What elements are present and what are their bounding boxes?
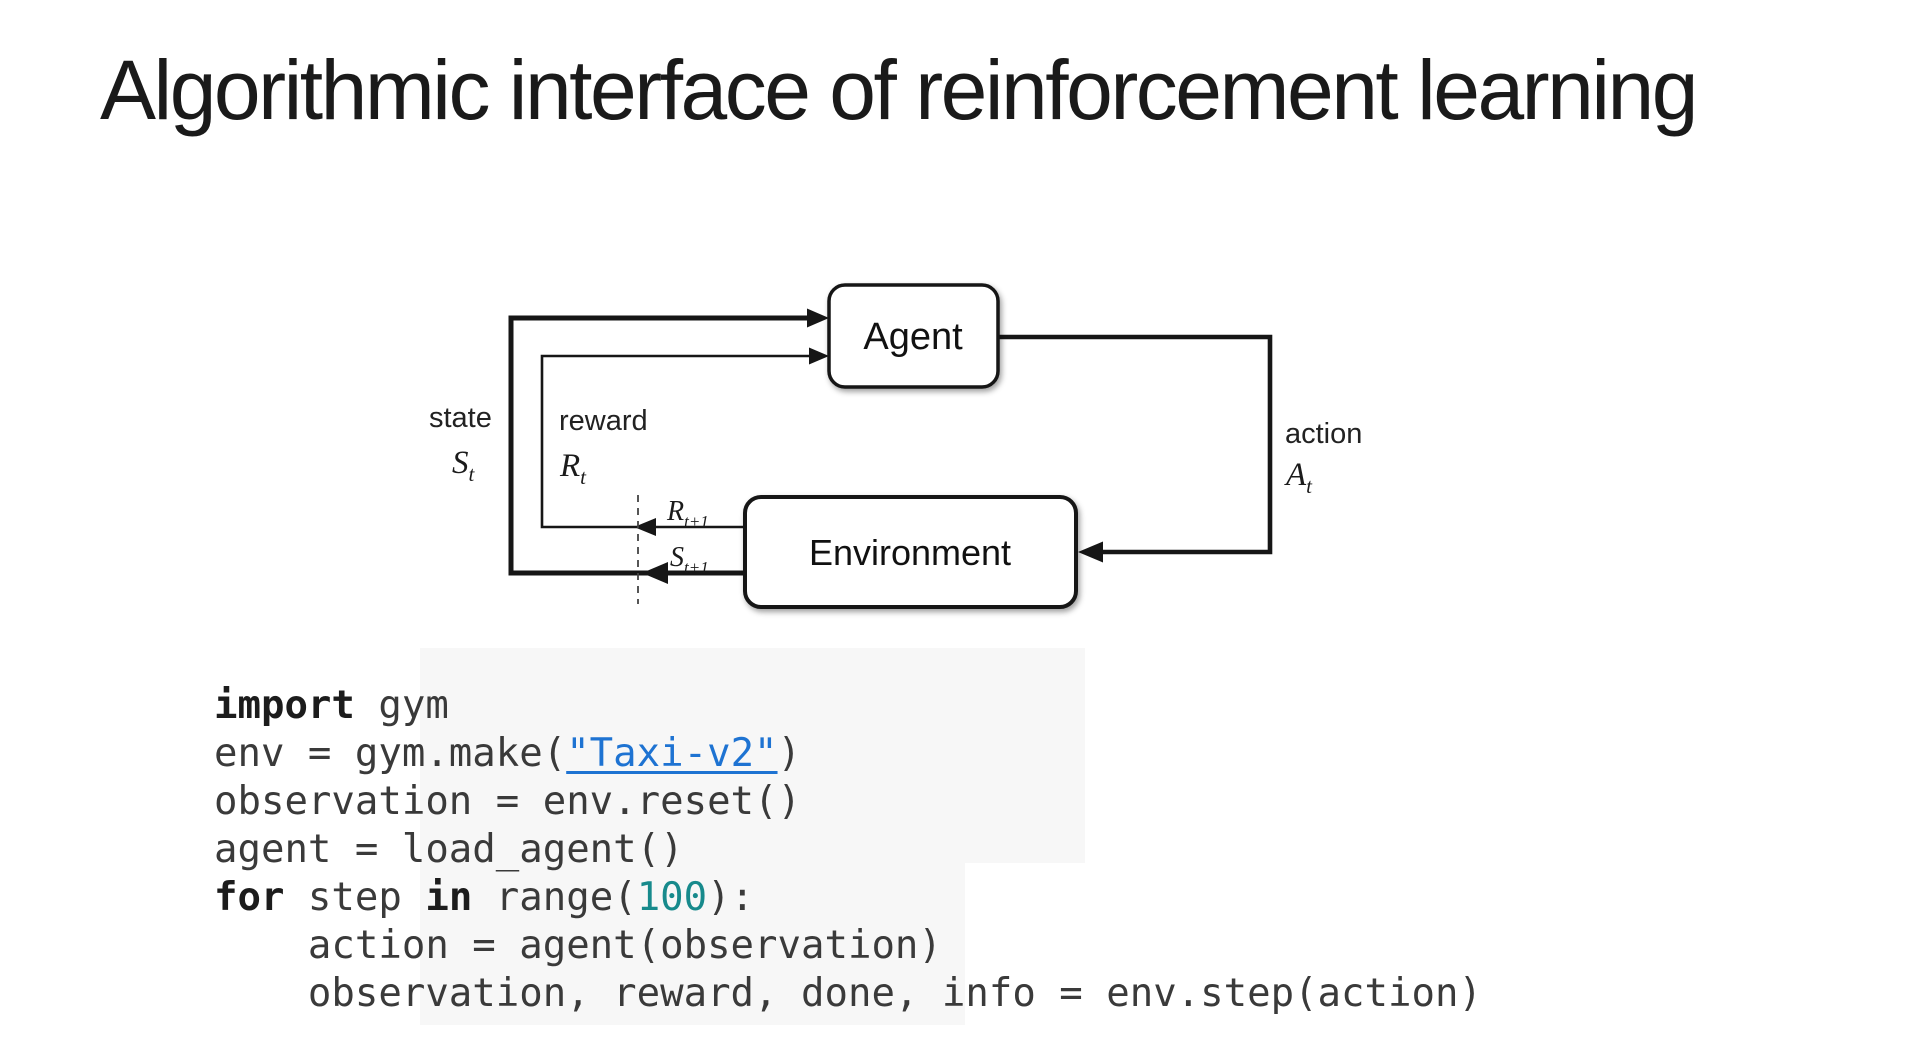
next-state-arrowhead (642, 562, 668, 584)
reward-into-agent-arrowhead (809, 347, 829, 365)
code-segment: step (284, 875, 426, 920)
code-segment: action = agent(observation) (214, 923, 942, 968)
state-symbol-base: S (452, 445, 469, 481)
next-state-symbol: St+1 (670, 542, 709, 577)
reward-symbol: Rt (559, 448, 587, 489)
environment-box (743, 495, 1078, 609)
code-backdrop-upper (420, 648, 1085, 863)
state-into-agent-arrowhead (807, 308, 829, 328)
code-line: agent = load_agent() (214, 826, 1482, 874)
code-backdrop-lower (420, 863, 965, 1025)
code-segment: ) (777, 731, 802, 776)
reward-label: reward (559, 405, 648, 437)
environment-label: Environment (809, 532, 1011, 573)
code-segment: gym (354, 683, 449, 728)
code-segment: in (425, 875, 473, 920)
next-reward-symbol-base: R (666, 496, 684, 527)
next-reward-arrowhead (634, 518, 656, 536)
code-segment: observation = env.reset() (214, 779, 801, 824)
action-symbol-sub: t (1306, 474, 1313, 498)
action-symbol-base: A (1284, 457, 1307, 493)
rl-loop-diagram: Agent Environment state St reward Rt act… (429, 283, 1362, 609)
code-segment: for (214, 875, 285, 920)
code-line: import gym (214, 682, 1482, 730)
next-state-symbol-sub: t+1 (684, 558, 709, 577)
code-segment: env = gym.make( (214, 731, 567, 776)
state-line (508, 315, 811, 576)
reward-symbol-sub: t (580, 465, 587, 489)
code-segment: range( (472, 875, 637, 920)
state-symbol-sub: t (469, 462, 476, 486)
action-line (998, 334, 1273, 555)
code-segment: ): (707, 875, 755, 920)
code-segment: import (214, 683, 355, 728)
slide-title: Algorithmic interface of reinforcement l… (100, 43, 1698, 137)
code-segment: 100 (636, 875, 708, 920)
code-line: for step in range(100): (214, 874, 1482, 922)
code-line: env = gym.make("Taxi-v2") (214, 730, 1482, 778)
state-symbol: St (452, 445, 476, 486)
code-line: action = agent(observation) (214, 922, 1482, 970)
state-label: state (429, 402, 492, 434)
taxi-v2-link[interactable]: "Taxi-v2" (566, 731, 778, 776)
agent-label: Agent (863, 316, 963, 358)
reward-symbol-base: R (559, 448, 580, 484)
next-reward-symbol: Rt+1 (666, 496, 709, 531)
next-state-symbol-base: S (670, 542, 684, 573)
code-segment: agent = load_agent() (214, 827, 684, 872)
code-line: observation = env.reset() (214, 778, 1482, 826)
next-reward-symbol-sub: t+1 (684, 512, 709, 531)
action-symbol: At (1284, 457, 1313, 498)
action-label: action (1285, 418, 1362, 450)
action-into-environment-arrowhead (1078, 541, 1103, 563)
code-line: observation, reward, done, info = env.st… (214, 970, 1482, 1018)
code-segment: observation, reward, done, info = env.st… (214, 971, 1482, 1016)
agent-box (827, 283, 1000, 389)
